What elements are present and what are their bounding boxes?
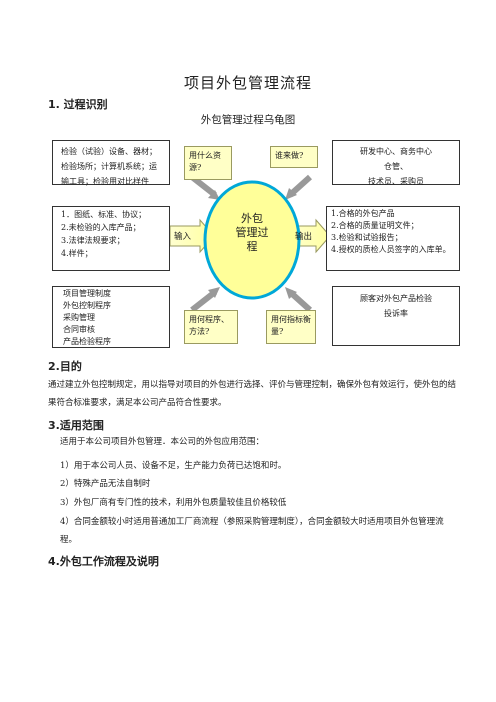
method-line: 合同审核	[63, 325, 95, 334]
input-line: 2.未检验的入库产品；	[61, 223, 141, 232]
responsible-line: 技术员、采购员	[368, 177, 424, 186]
resources-line: 检验场所；计算机系统；运	[61, 162, 157, 171]
method-line: 项目管理制度	[63, 289, 111, 298]
scope-item: 2）特殊产品无法自制时	[60, 479, 151, 489]
section3-heading: 3.适用范围	[48, 419, 104, 432]
arrow-top-left-head	[208, 190, 220, 200]
scope-intro: 适用于本公司项目外包管理．本公司的外包应用范围：	[60, 437, 265, 447]
page-title: 项目外包管理流程	[183, 74, 312, 92]
output-line: 2.合格的质量证明文件；	[331, 221, 419, 230]
input-line: 1．图纸、标准、协议；	[61, 210, 147, 219]
scope-item: 3）外包厂商有专门性的技术，利用外包质量较佳且价格较低	[60, 498, 287, 508]
responsible-line: 仓管、	[384, 162, 408, 171]
arrow-bottom-left	[190, 289, 217, 313]
responsible-box: 研发中心、商务中心 仓管、 技术员、采购员	[332, 140, 460, 186]
input-label: 输入	[174, 232, 192, 242]
arrow-bottom-right-head	[285, 287, 297, 299]
output-line: 3.检验和试验报告；	[331, 233, 403, 242]
section2-body: 通过建立外包控制规定，用以指导对项目的外包进行选择、评价与管理控制，确保外包有效…	[48, 376, 458, 412]
input-line: 4.样件；	[61, 249, 93, 258]
resources-box: 检验（试验）设备、器材； 检验场所；计算机系统；运 输工具；检验用对比样件	[52, 140, 170, 186]
output-box: 1.合格的外包产品 2.合格的质量证明文件； 3.检验和试验报告； 4.授权的质…	[326, 206, 460, 271]
arrow-bottom-left-head	[208, 287, 220, 298]
output-line: 4.授权的质检人员签字的入库单。	[331, 245, 451, 254]
input-line: 3.法律法规要求；	[61, 236, 125, 245]
section2-heading: 2.目的	[48, 360, 82, 373]
method-line: 产品检验程序	[63, 337, 111, 346]
process-name-line: 管理过	[235, 226, 269, 239]
output-label: 输出	[295, 232, 313, 242]
scope-item: 4）合同金额较小时适用普通加工厂商流程（参照采购管理制度），合同金额较大时适用项…	[60, 517, 444, 545]
how-method-label: 用何程序、方法?	[184, 310, 238, 344]
process-ellipse	[203, 180, 301, 300]
turtle-diagram: 检验（试验）设备、器材； 检验场所；计算机系统；运 输工具；检验用对比样件 用什…	[52, 140, 460, 350]
process-name-line: 程	[246, 240, 258, 253]
responsible-line: 研发中心、商务中心	[360, 147, 432, 156]
what-resources-label: 用什么资源?	[184, 146, 232, 180]
arrow-top-right-head	[285, 188, 297, 200]
resources-line: 输工具；检验用对比样件	[61, 177, 149, 186]
input-box: 1．图纸、标准、协议； 2.未检验的入库产品； 3.法律法规要求； 4.样件；	[52, 206, 170, 271]
scope-item: 1）用于本公司人员、设备不足，生产能力负荷已达饱和时。	[60, 461, 287, 471]
who-label: 谁来做?	[270, 146, 318, 168]
measure-box: 顾客对外包产品检验 投诉率	[332, 286, 460, 346]
diagram-title: 外包管理过程乌龟图	[200, 114, 296, 126]
arrow-top-left	[190, 174, 217, 198]
method-line: 外包控制程序	[63, 301, 111, 310]
purpose-text: 通过建立外包控制规定，用以指导对项目的外包进行选择、评价与管理控制，确保外包有效…	[48, 380, 457, 408]
diagram-arrows	[169, 174, 331, 313]
process-name-line: 外包	[241, 212, 263, 225]
section1-heading: 1. 过程识别	[48, 98, 108, 111]
resources-line: 检验（试验）设备、器材；	[61, 147, 157, 156]
method-box: 项目管理制度 外包控制程序 采购管理 合同审核 产品检验程序	[52, 286, 170, 348]
output-line: 1.合格的外包产品	[331, 209, 395, 218]
process-name: 外包 管理过 程	[212, 212, 292, 254]
method-line: 采购管理	[63, 313, 95, 322]
section4-heading: 4.外包工作流程及说明	[48, 555, 159, 568]
measure-line: 顾客对外包产品检验	[360, 294, 432, 303]
measure-line: 投诉率	[384, 309, 408, 318]
how-measure-label: 用何指标衡量?	[266, 310, 316, 344]
